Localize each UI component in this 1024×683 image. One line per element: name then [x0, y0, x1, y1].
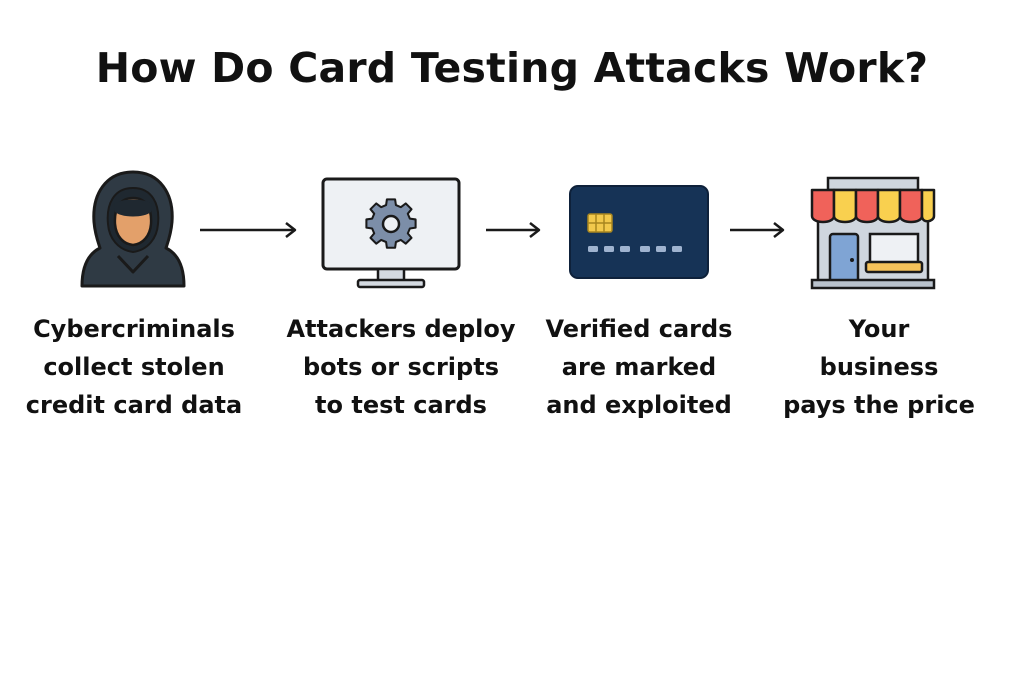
step-3-caption: Verified cards are marked and exploited: [514, 310, 764, 424]
caption-line: and exploited: [546, 391, 732, 419]
step-4-caption: Your business pays the price: [754, 310, 1004, 424]
caption-line: Verified cards: [545, 315, 733, 343]
arrow-right-icon: [486, 222, 541, 238]
storefront-icon: [810, 176, 936, 290]
credit-card-icon: [569, 185, 709, 279]
step-2-caption: Attackers deploy bots or scripts to test…: [276, 310, 526, 424]
card-chip-icon: [587, 213, 613, 233]
hooded-hacker-icon: [80, 170, 186, 288]
step-1-caption: Cybercriminals collect stolen credit car…: [9, 310, 259, 424]
caption-line: Attackers deploy: [286, 315, 516, 343]
page-title: How Do Card Testing Attacks Work?: [95, 44, 929, 92]
caption-line: pays the price: [783, 391, 975, 419]
caption-line: credit card data: [25, 391, 243, 419]
caption-line: collect stolen: [43, 353, 225, 381]
caption-line: business: [819, 353, 939, 381]
caption-line: Cybercriminals: [33, 315, 235, 343]
monitor-gear-icon: [321, 177, 461, 289]
caption-line: Your: [848, 315, 910, 343]
caption-line: are marked: [561, 353, 717, 381]
caption-line: to test cards: [315, 391, 487, 419]
caption-line: bots or scripts: [303, 353, 499, 381]
arrow-right-icon: [730, 222, 785, 238]
arrow-right-icon: [200, 222, 297, 238]
gear-icon: [365, 198, 417, 249]
